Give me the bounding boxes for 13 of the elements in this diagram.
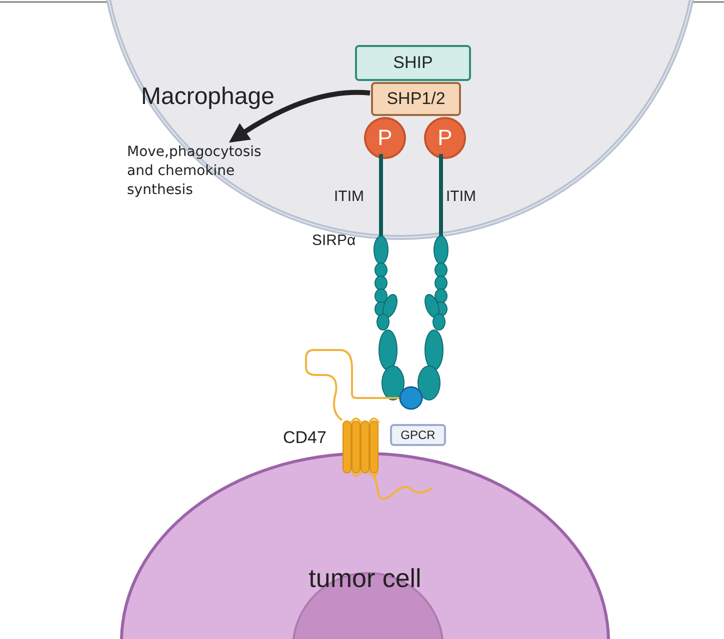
protein-box: SHP1/2 bbox=[371, 82, 461, 116]
protein-label: SIRPα bbox=[312, 232, 356, 249]
receptor-box: GPCR bbox=[390, 424, 446, 446]
phosphate-circle: P bbox=[424, 117, 466, 159]
domain-label: ITIM bbox=[334, 188, 364, 205]
domain-label: ITIM bbox=[446, 188, 476, 205]
cell-label: tumor cell bbox=[308, 563, 422, 594]
phosphate-circle: P bbox=[364, 117, 406, 159]
outcome-text: Move,phagocytosis and chemokine synthesis bbox=[127, 143, 262, 200]
protein-box: SHIP bbox=[355, 45, 471, 81]
protein-label: CD47 bbox=[283, 428, 326, 448]
cell-label: Macrophage bbox=[141, 83, 274, 111]
curved-arrow bbox=[228, 90, 370, 142]
